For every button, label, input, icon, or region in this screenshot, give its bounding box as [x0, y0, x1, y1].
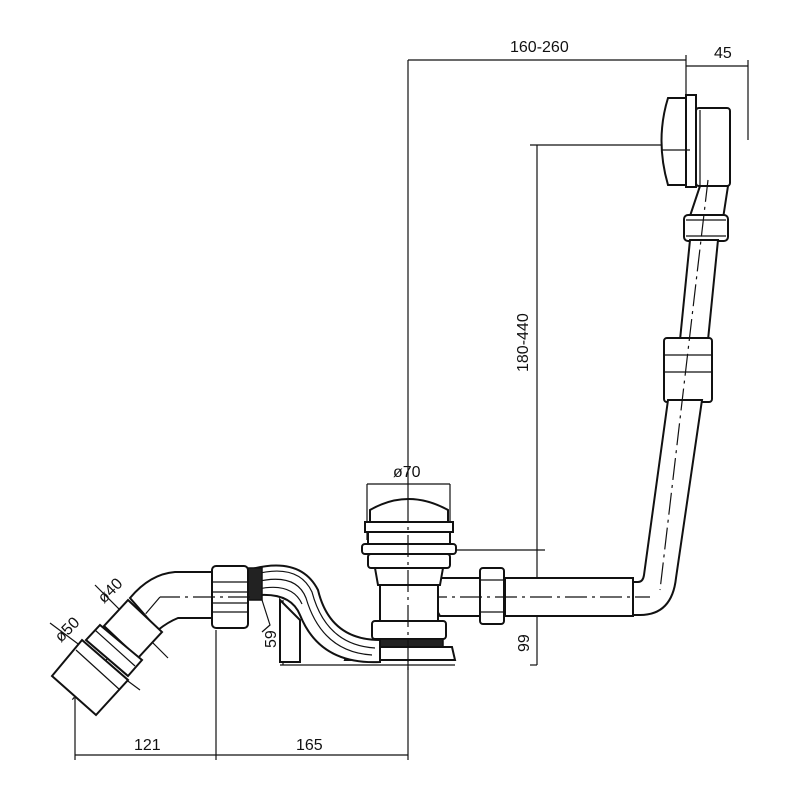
dim-overflow-width: 45: [714, 45, 732, 62]
dim-height-range: 180-440: [515, 313, 532, 372]
trap-section: [246, 564, 381, 664]
dim-pipe-diameter-50: ø50: [52, 614, 84, 646]
left-elbow: [71, 565, 250, 701]
drain-body: [343, 498, 457, 672]
dim-width-121: 121: [134, 737, 161, 754]
dim-outlet-height: 99: [516, 634, 533, 652]
dim-trap-height: 59: [263, 630, 280, 648]
overflow-head: [660, 94, 731, 242]
dim-pipe-diameter-40: ø40: [95, 575, 127, 607]
dim-width-165: 165: [296, 737, 323, 754]
dim-drain-diameter: ø70: [393, 464, 421, 481]
dim-overflow-span: 160-260: [510, 39, 569, 56]
angled-outlet: [50, 598, 164, 717]
outlet-pipe: [425, 567, 650, 625]
overflow-pipe: [629, 179, 720, 616]
